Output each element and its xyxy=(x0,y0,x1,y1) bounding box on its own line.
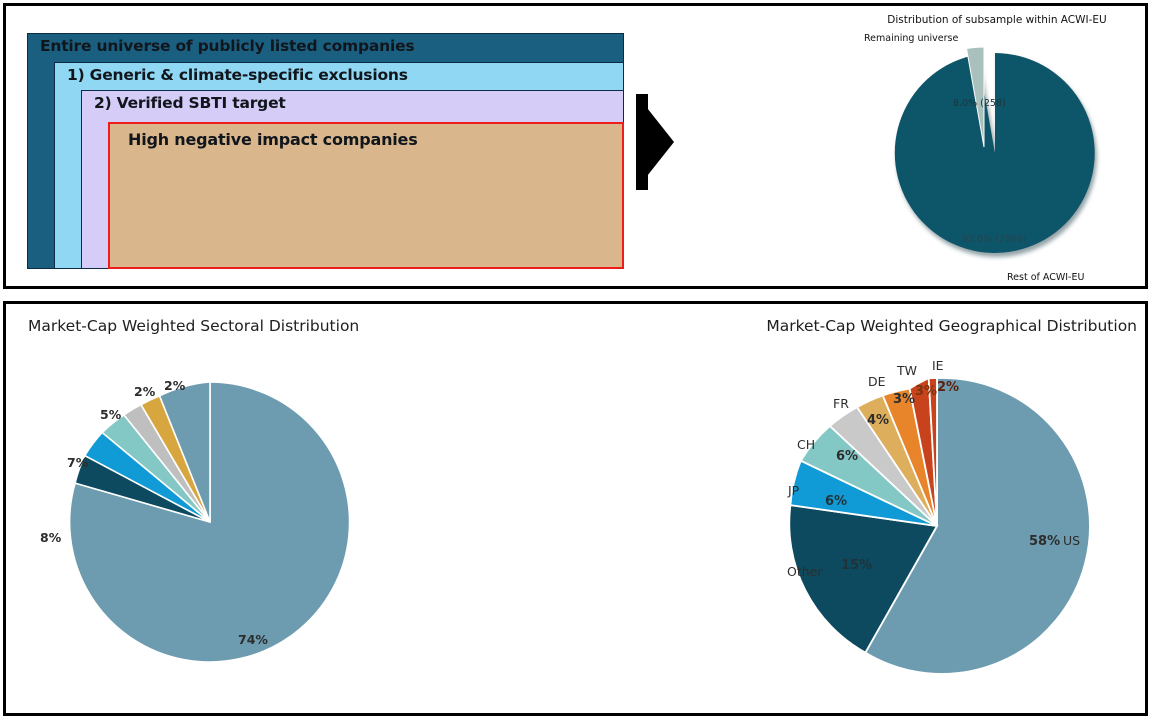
acwi-slice-value-remaining-universe: 8.0% (258) xyxy=(953,98,1006,109)
geographical-chart-title: Market-Cap Weighted Geographical Distrib… xyxy=(766,317,1137,335)
acwi-slice-value-rest-of-acwi: 92.0% (2969) xyxy=(962,234,1027,245)
geo-category-ch: CH xyxy=(797,437,815,452)
acwi-slice-rest-of-acwi xyxy=(894,53,1095,253)
sector-value-information: 2% xyxy=(164,378,186,393)
geo-value-us: 58% xyxy=(1029,534,1060,549)
geo-category-jp: JP xyxy=(787,483,800,498)
bottom-panel: Market-Cap Weighted Sectoral Distributio… xyxy=(3,301,1148,716)
funnel-level-exclusions-label: 1) Generic & climate-specific exclusions xyxy=(67,66,408,84)
geo-value-tw: 3% xyxy=(915,384,937,399)
funnel-level-high-negative-impact: High negative impact companies xyxy=(108,122,624,269)
top-panel: Entire universe of publicly listed compa… xyxy=(3,3,1148,289)
acwi-subsample-pie-chart: Distribution of subsample within ACWI-EU… xyxy=(852,14,1142,289)
geo-value-fr: 4% xyxy=(867,413,889,428)
geo-value-ie: 2% xyxy=(937,380,959,395)
geo-slice-other xyxy=(788,504,939,654)
acwi-slice-label-remaining-universe: Remaining universe xyxy=(864,33,959,44)
acwi-pie-title: Distribution of subsample within ACWI-EU xyxy=(887,14,1107,26)
geographical-pie-svg: 58% US 15% Other 6% JP 6% CH 4% FR 3% DE… xyxy=(787,358,1091,675)
sector-value-financial: 5% xyxy=(100,407,122,422)
geographical-pie-chart: 58% US 15% Other 6% JP 6% CH 4% FR 3% DE… xyxy=(763,352,1111,700)
geo-category-de: DE xyxy=(868,374,886,389)
sector-value-others: 7% xyxy=(67,455,89,470)
acwi-slice-remaining-universe xyxy=(965,46,985,148)
geo-value-other: 15% xyxy=(841,558,872,573)
sectoral-pie-svg: 74% 8% 7% 5% 2% 2% xyxy=(40,378,351,663)
geo-category-us: US xyxy=(1063,533,1080,548)
geo-slice-us xyxy=(864,377,1091,675)
sector-value-manufacturing: 74% xyxy=(238,632,268,647)
sector-slice-manufacturing-wrap xyxy=(158,381,211,523)
sectoral-chart-title: Market-Cap Weighted Sectoral Distributio… xyxy=(28,317,360,335)
geo-category-fr: FR xyxy=(833,396,849,411)
geo-slice-ie-wrap xyxy=(927,377,938,527)
funnel-level-sbti-label: 2) Verified SBTI target xyxy=(94,94,286,112)
geo-category-tw: TW xyxy=(896,363,917,378)
geo-category-other: Other xyxy=(787,564,823,579)
geo-value-ch: 6% xyxy=(836,449,858,464)
sectoral-pie-chart: 74% 8% 7% 5% 2% 2% xyxy=(40,354,378,690)
geo-value-jp: 6% xyxy=(825,494,847,509)
sector-value-electricity: 2% xyxy=(134,384,156,399)
right-arrow-icon xyxy=(636,94,674,190)
acwi-pie-svg: 8.0% (258) 92.0% (2969) xyxy=(894,46,1095,253)
sector-value-real-estate: 8% xyxy=(40,530,62,545)
geo-value-de: 3% xyxy=(893,392,915,407)
geo-category-ie: IE xyxy=(932,358,944,373)
funnel-level-universe-label: Entire universe of publicly listed compa… xyxy=(40,37,415,55)
funnel-level-high-negative-impact-label: High negative impact companies xyxy=(128,130,418,149)
funnel-diagram: Entire universe of publicly listed compa… xyxy=(27,33,624,269)
acwi-slice-label-rest-of-acwi: Rest of ACWI-EU xyxy=(1007,272,1085,283)
